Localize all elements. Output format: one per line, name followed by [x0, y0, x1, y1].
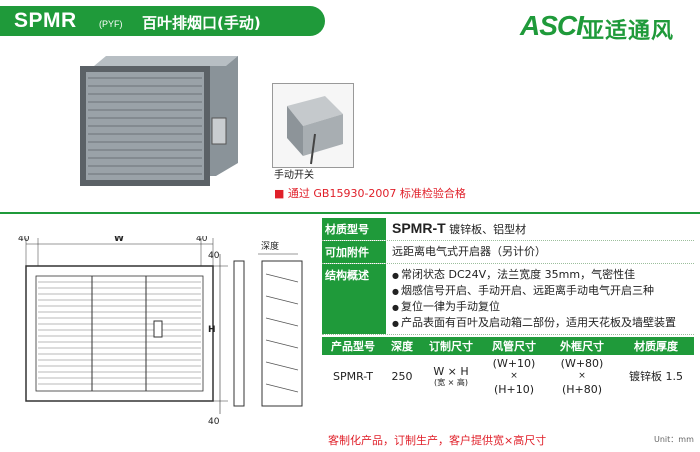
col-header: 材质厚度 [634, 340, 678, 353]
list-item: 烟感信号开启、手动开启、远距离手动电气开启三种 [392, 283, 688, 299]
spec-value: SPMR-T 镀锌板、铝型材 [386, 218, 694, 240]
material-model: SPMR-T [392, 220, 446, 236]
col-header: 深度 [391, 340, 413, 353]
spec-key: 材质型号 [322, 218, 386, 240]
cell-duct: (W+10)×(H+10) [482, 357, 546, 396]
dim-top: 40 [208, 251, 220, 261]
spec-row-option: 可加附件 远距离电气式开启器（另计价） [322, 241, 694, 264]
dim-height: H [208, 325, 216, 335]
custom-size: W × H [433, 364, 469, 378]
logo-mark: ASCI [520, 10, 584, 41]
dim-width: W [114, 236, 124, 244]
dim-right: 40 [196, 236, 208, 244]
cell-model: SPMR-T [333, 369, 373, 383]
cell-depth: 250 [391, 369, 413, 383]
frame-w: (W+80) [560, 356, 604, 370]
duct-h: (H+10) [493, 382, 535, 396]
dim-left: 40 [18, 236, 30, 244]
footer-note: 客制化产品，订制生产，客户提供宽×高尺寸 [328, 434, 547, 447]
custom-note: (宽 × 高) [433, 377, 469, 387]
dimension-drawing: 40 W 40 40 H 40 深度 [18, 236, 303, 427]
inset-label: 手动开关 [274, 170, 314, 181]
col-header: 产品型号 [331, 340, 375, 353]
side-depth-label: 深度 [261, 240, 279, 252]
list-item: 常闭状态 DC24V，法兰宽度 35mm，气密性佳 [392, 267, 688, 283]
frame-h: (H+80) [561, 382, 603, 396]
structure-list-wrap: 常闭状态 DC24V，法兰宽度 35mm，气密性佳 烟感信号开启、手动开启、远距… [386, 264, 694, 334]
model-code: SPMR [14, 9, 77, 32]
certification-note: ■ 通过 GB15930-2007 标准检验合格 [274, 187, 466, 200]
spec-value: 远距离电气式开启器（另计价） [392, 245, 546, 258]
header-banner: SPMR (PYF) 百叶排烟口(手动) [0, 6, 325, 36]
list-item: 复位一律为手动复位 [392, 299, 688, 315]
col-header: 订制尺寸 [429, 340, 473, 353]
table-header: 产品型号 深度 订制尺寸 风管尺寸 外框尺寸 材质厚度 [322, 337, 694, 355]
col-header: 风管尺寸 [492, 340, 536, 353]
spec-key: 可加附件 [322, 241, 386, 263]
frame-x: × [578, 370, 586, 381]
spec-row-material: 材质型号 SPMR-T 镀锌板、铝型材 [322, 218, 694, 241]
spec-panel: 材质型号 SPMR-T 镀锌板、铝型材 可加附件 远距离电气式开启器（另计价） … [322, 218, 694, 397]
dim-bottom: 40 [208, 417, 220, 427]
spec-row-structure: 结构概述 常闭状态 DC24V，法兰宽度 35mm，气密性佳 烟感信号开启、手动… [322, 264, 694, 335]
duct-w: (W+10) [492, 356, 536, 370]
cell-custom: W × H(宽 × 高) [420, 365, 482, 388]
section-divider [0, 212, 700, 214]
cell-material: 镀锌板 1.5 [629, 370, 683, 383]
spec-key: 结构概述 [322, 264, 386, 334]
list-item: 产品表面有百叶及启动箱二部份，适用天花板及墙壁装置 [392, 315, 688, 331]
table-row: SPMR-T 250 W × H(宽 × 高) (W+10)×(H+10) (W… [322, 355, 694, 397]
logo-name: 亚适通风 [582, 19, 675, 44]
structure-list: 常闭状态 DC24V，法兰宽度 35mm，气密性佳 烟感信号开启、手动开启、远距… [392, 267, 688, 331]
page-title: 百叶排烟口(手动) [142, 14, 261, 32]
model-subcode: (PYF) [99, 19, 123, 29]
material-value: 镀锌板、铝型材 [449, 223, 527, 236]
unit-label: Unit：mm [654, 435, 694, 444]
brand-logo: ASCI 亚适通风 [520, 6, 695, 44]
col-header: 外框尺寸 [560, 340, 604, 353]
duct-x: × [510, 370, 518, 381]
product-photo [80, 56, 238, 186]
cell-frame: (W+80)×(H+80) [546, 357, 618, 396]
manual-switch-photo [272, 83, 354, 168]
